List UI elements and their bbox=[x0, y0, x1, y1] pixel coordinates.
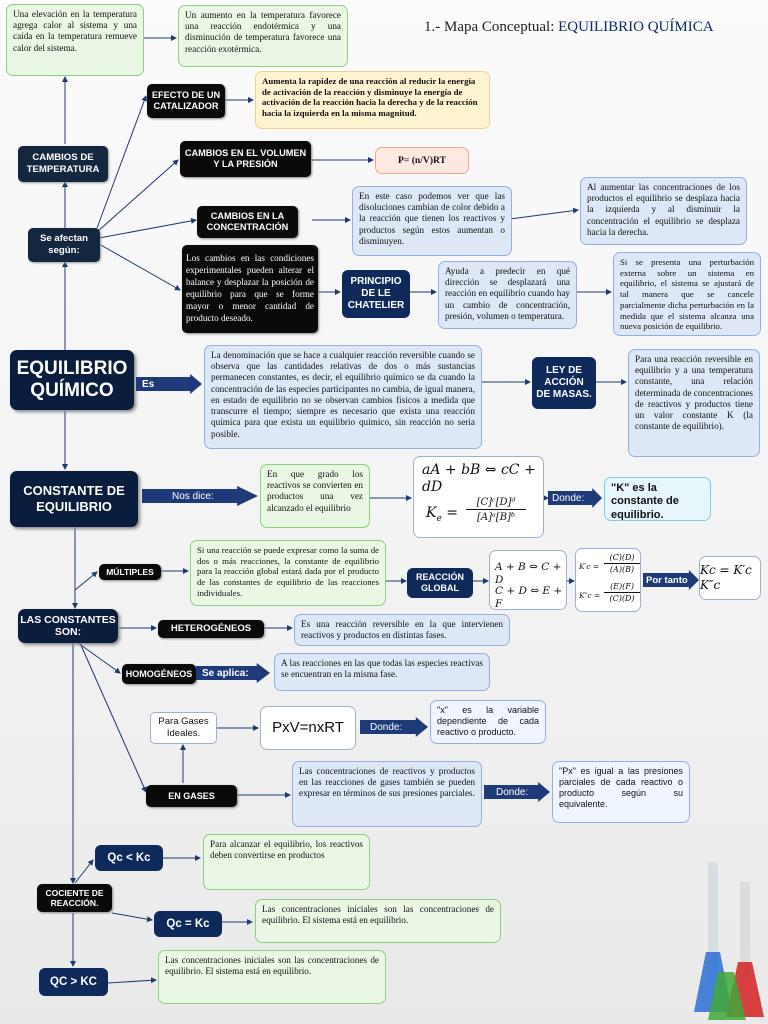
reactions-box: A + B ⇔ C + D C + D ⇔ E + F bbox=[489, 550, 567, 610]
es-arrow: Es bbox=[136, 374, 202, 394]
qc-greater-label: QC > KC bbox=[39, 968, 108, 996]
kc2-symbol: K″c = bbox=[579, 591, 601, 600]
tells-us-arrow: Nos dice: bbox=[142, 486, 258, 506]
kc-final-box: Kc = K′c K″c bbox=[699, 556, 761, 600]
gases-text-box: Las concentraciones de reactivos y produ… bbox=[292, 761, 482, 827]
ke-symbol: Ke = bbox=[426, 505, 458, 524]
affected-by-label: Se afectan según: bbox=[28, 228, 100, 262]
reaction-1: A + B ⇔ C + D bbox=[495, 561, 562, 586]
heterogeneous-label: HETEROGÉNEOS bbox=[158, 620, 264, 638]
kc2-denominator: (C)(D) bbox=[609, 594, 635, 603]
mass-action-law-label: LEY DE ACCIÓN DE MASAS. bbox=[532, 357, 596, 409]
reaction-quotient-label: COCIENTE DE REACCIÓN. bbox=[37, 884, 112, 912]
le-chatelier-label: PRINCIPIO DE LE CHATELIER bbox=[342, 270, 410, 318]
le-chatelier-result-box: Si se presenta una perturbación externa … bbox=[613, 252, 761, 336]
where-arrow-3: Donde: bbox=[484, 782, 550, 802]
kc2-numerator: (E)(F) bbox=[604, 582, 640, 593]
constants-are-label: LAS CONSTANTES SON: bbox=[18, 609, 118, 643]
ke-numerator: [C]ᶜ[D]ᵈ bbox=[466, 497, 526, 511]
kc1-denominator: (A)(B) bbox=[609, 565, 635, 574]
catalyst-text-box: Aumenta la rapidez de una reacción al re… bbox=[255, 71, 490, 129]
reaction-equation: aA + bB ⇔ cC + dD bbox=[422, 462, 536, 496]
mass-action-text-box: Para una reacción reversible en equilibr… bbox=[628, 349, 760, 457]
kc-fractions-box: K′c = (C)(D) (A)(B) K″c = (E)(F) (C)(D) bbox=[575, 548, 641, 612]
k-definition-box: "K" es la constante de equilibrio. bbox=[604, 477, 711, 521]
temperature-changes-label: CAMBIOS DE TEMPERATURA bbox=[18, 146, 108, 182]
temperature-effect-box: Una elevación en la temperatura agrega c… bbox=[6, 4, 144, 76]
qc-less-label: Qc < Kc bbox=[95, 845, 163, 871]
homogeneous-text-box: A las reacciones en las que todas las es… bbox=[274, 653, 490, 691]
kc-final-equation: Kc = K′c K″c bbox=[700, 563, 752, 592]
conditions-box: Los cambios en las condiciones experimen… bbox=[182, 245, 318, 333]
reaction-2: C + D ⇔ E + F bbox=[495, 585, 563, 610]
qc-equal-text-box: Las concentraciones iniciales son las co… bbox=[255, 899, 501, 943]
homogeneous-label: HOMOGÉNEOS bbox=[122, 664, 196, 684]
definition-box: La denominación que se hace a cualquier … bbox=[204, 345, 482, 449]
equilibrium-equation-box: aA + bB ⇔ cC + dD Ke = [C]ᶜ[D]ᵈ [A]ᵃ[B]ᵇ bbox=[413, 456, 544, 538]
concentration-result-box: Al aumentar las concentraciones de los p… bbox=[580, 177, 747, 245]
ideal-gas-label: Para Gases Ideales. bbox=[150, 712, 217, 744]
gases-label: EN GASES bbox=[146, 785, 237, 807]
equilibrium-constant-label: CONSTANTE DE EQUILIBRIO bbox=[10, 471, 138, 527]
catalyst-label: EFECTO DE UN CATALIZADOR bbox=[147, 84, 225, 118]
qc-greater-text-box: Las concentraciones iniciales son las co… bbox=[158, 950, 386, 1004]
global-reaction-label: REACCIÓN GLOBAL bbox=[407, 568, 473, 598]
qc-less-text-box: Para alcanzar el equilibrio, los reactiv… bbox=[203, 834, 370, 890]
therefore-arrow: Por tanto bbox=[643, 570, 699, 590]
volume-pressure-label: CAMBIOS EN EL VOLUMEN Y LA PRESIÓN bbox=[180, 141, 311, 177]
qc-equal-label: Qc = Kc bbox=[154, 911, 222, 937]
main-concept-title: EQUILIBRIO QUÍMICO bbox=[10, 350, 134, 410]
ke-denominator: [A]ᵃ[B]ᵇ bbox=[477, 512, 515, 523]
partial-pressure-box: "Px" es igual a las presiones parciales … bbox=[552, 761, 690, 823]
multiple-label: MÚLTIPLES bbox=[99, 564, 161, 580]
where-arrow-2: Donde: bbox=[360, 717, 428, 737]
x-variable-box: "x" es la variable dependiente de cada r… bbox=[430, 700, 546, 744]
concentration-text-box: En este caso podemos ver que las disoluc… bbox=[352, 186, 512, 256]
degree-box: En que grado los reactivos se convierten… bbox=[260, 464, 370, 528]
flasks-illustration-icon bbox=[694, 862, 764, 1020]
kc1-numerator: (C)(D) bbox=[604, 553, 640, 564]
where-arrow-1: Donde: bbox=[548, 488, 602, 508]
le-chatelier-text-box: Ayuda a predecir en qué dirección se des… bbox=[438, 261, 577, 329]
heterogeneous-text-box: Es una reacción reversible en la que int… bbox=[294, 614, 510, 646]
gas-equation-box: PxV=nxRT bbox=[260, 706, 356, 750]
page-title: 1.- Mapa Conceptual: EQUILIBRIO QUÍMICA bbox=[424, 19, 714, 35]
applies-arrow: Se aplica: bbox=[196, 663, 270, 683]
concentration-label: CAMBIOS EN LA CONCENTRACIÓN bbox=[197, 206, 298, 238]
multiple-text-box: Si una reacción se puede expresar como l… bbox=[190, 540, 386, 606]
kc1-symbol: K′c = bbox=[579, 562, 600, 571]
pressure-formula-box: P= (n/V)RT bbox=[375, 147, 469, 174]
temperature-reaction-box: Un aumento en la temperatura favorece un… bbox=[178, 5, 348, 67]
